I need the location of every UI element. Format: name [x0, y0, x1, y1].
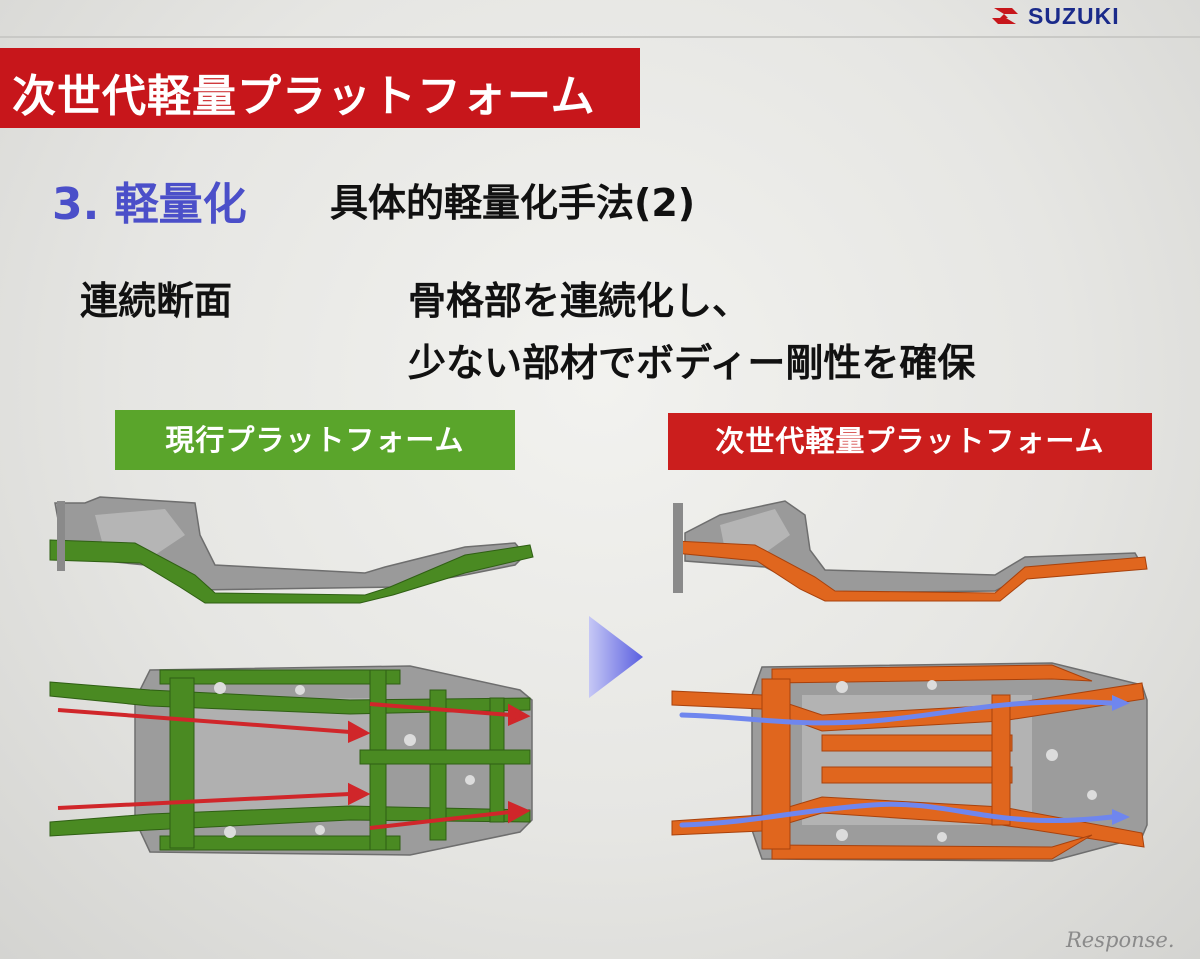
suzuki-s-icon: [992, 8, 1018, 24]
brand-name: SUZUKI: [1028, 2, 1120, 29]
topic-description-line2: 少ない部材でボディー剛性を確保: [408, 341, 976, 385]
next-underbody-view: [671, 662, 1148, 862]
section-number: 3. 軽量化: [52, 179, 247, 230]
next-side-view: [673, 500, 1148, 602]
right-triangle-arrow-icon: [589, 616, 643, 698]
next-platform-tag: 次世代軽量プラットフォーム: [668, 413, 1152, 470]
topic-label: 連続断面: [80, 279, 233, 323]
section-subtitle: 具体的軽量化手法(2): [330, 181, 696, 225]
current-underbody-view: [49, 665, 533, 856]
topic-description-line1: 骨格部を連続化し、: [408, 279, 751, 323]
watermark: Response.: [1066, 928, 1175, 952]
current-side-view: [49, 496, 534, 604]
current-platform-tag: 現行プラットフォーム: [115, 410, 515, 470]
suzuki-logo: SUZUKI: [990, 2, 1120, 29]
header-divider: [0, 36, 1200, 38]
title-band: 次世代軽量プラットフォーム: [0, 48, 640, 128]
slide-title: 次世代軽量プラットフォーム: [12, 71, 596, 122]
